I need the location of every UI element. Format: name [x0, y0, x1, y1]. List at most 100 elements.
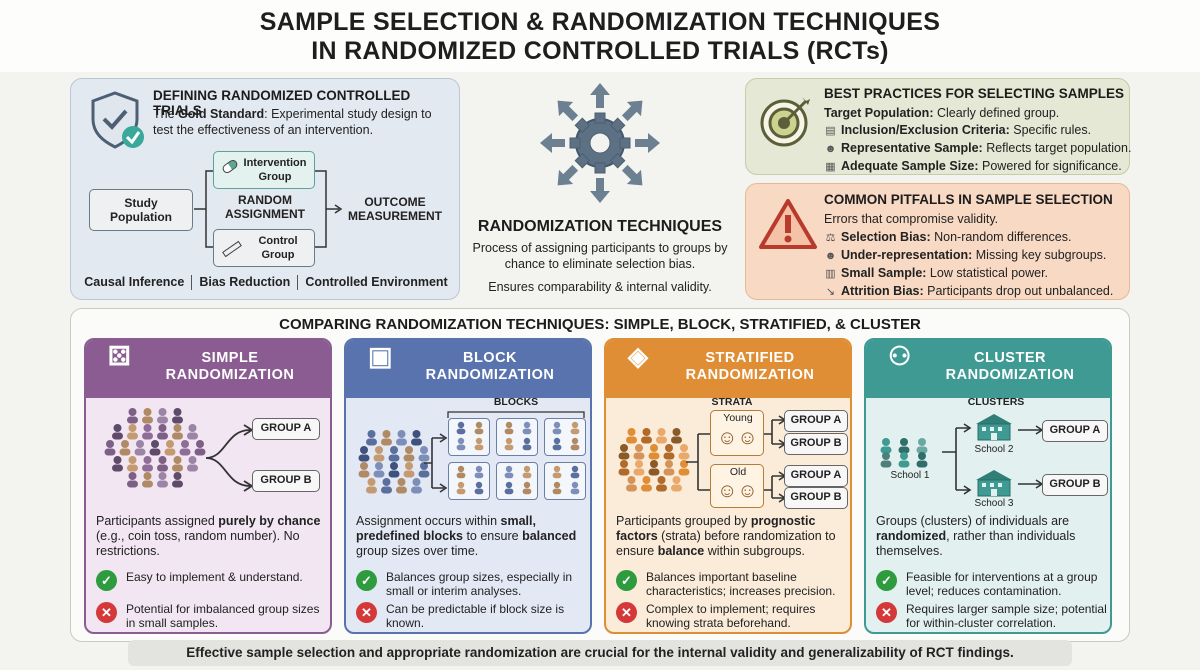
- person-icon: [916, 438, 928, 454]
- old-person-icon: ☺☺: [717, 480, 758, 502]
- person-icon: [187, 456, 198, 472]
- block-description: Assignment occurs within small, predefin…: [356, 514, 577, 558]
- pitfall-under-representation: ☻Under-representation: Missing key subgr…: [824, 247, 1113, 265]
- cluster-group-a: GROUP A: [1042, 420, 1108, 442]
- blocks-label: BLOCKS: [493, 396, 539, 408]
- person-icon: [552, 465, 562, 479]
- person-icon: [504, 421, 514, 435]
- school-2-icon: [976, 414, 1012, 441]
- random-assignment-label: RANDOM ASSIGNMENT: [224, 193, 305, 221]
- person-icon: [104, 440, 116, 456]
- person-icon: [626, 428, 637, 444]
- person-icon: [157, 408, 168, 424]
- tag-causal-inference: Causal Inference: [84, 275, 185, 289]
- person-icon: [187, 424, 198, 440]
- person-icon: [358, 462, 370, 478]
- block-grid: [448, 418, 588, 504]
- block-crowd-icon: [358, 430, 430, 494]
- person-icon: [916, 452, 928, 468]
- person-icon: [381, 478, 392, 494]
- tag-bias-reduction: Bias Reduction: [199, 275, 291, 289]
- best-practices-heading: BEST PRACTICES FOR SELECTING SAMPLES: [824, 86, 1125, 101]
- check-icon: ✓: [876, 570, 897, 591]
- person-icon: [522, 465, 532, 479]
- stratum-old: Old ☺☺: [710, 464, 764, 508]
- young-group-a: GROUP A: [784, 410, 848, 432]
- person-icon: [504, 481, 514, 495]
- block-arrows: [424, 433, 448, 493]
- person-icon: [127, 456, 138, 472]
- simple-group-a: GROUP A: [252, 418, 320, 440]
- pitfalls-heading: COMMON PITFALLS IN SAMPLE SELECTION: [824, 192, 1113, 207]
- best-item-representative: ☻Representative Sample: Reflects target …: [824, 140, 1132, 158]
- person-icon: [898, 438, 910, 454]
- old-group-a: GROUP A: [784, 465, 848, 487]
- stratified-description: Participants grouped by prognostic facto…: [616, 514, 836, 558]
- person-icon: [474, 421, 484, 435]
- person-icon: [194, 440, 206, 456]
- warning-icon: [759, 199, 817, 249]
- person-icon: [358, 446, 370, 462]
- person-icon: [172, 472, 183, 488]
- person-icon: [656, 476, 667, 492]
- org-chart-icon: ⚇: [888, 341, 912, 371]
- person-icon: [570, 437, 580, 451]
- define-description: The Gold Standard: Experimental study de…: [153, 107, 432, 137]
- define-panel: DEFINING RANDOMIZED CONTROLLED TRIALS Th…: [70, 78, 460, 300]
- person-icon: [403, 446, 415, 462]
- person-icon: [418, 446, 430, 462]
- people-icon: ☻: [824, 143, 837, 155]
- person-icon: [648, 460, 660, 476]
- bar-chart-icon: ▥: [825, 268, 836, 280]
- school-1-label: School 1: [890, 470, 930, 481]
- person-icon: [633, 444, 645, 460]
- person-icon: [164, 440, 176, 456]
- cross-icon: ✕: [96, 602, 117, 623]
- title-line-2: IN RANDOMIZED CONTROLLED TRIALS (RCTs): [311, 37, 889, 65]
- stratified-con: ✕Complex to implement; requires knowing …: [616, 602, 848, 630]
- person-icon: [522, 421, 532, 435]
- person-icon: [570, 481, 580, 495]
- control-group-box: Control Group: [213, 229, 315, 267]
- person-icon: [678, 460, 690, 476]
- comparison-heading: COMPARING RANDOMIZATION TECHNIQUES: SIMP…: [279, 316, 921, 333]
- person-icon: [388, 462, 400, 478]
- strat-crowd-icon: [618, 428, 690, 492]
- outcome-measurement-label: OUTCOME MEASUREMENT: [347, 195, 442, 223]
- scale-icon: ⚖: [825, 232, 836, 244]
- person-icon: [396, 430, 407, 446]
- pitfalls-list: ⚖Selection Bias: Non-random differences.…: [824, 229, 1114, 301]
- intervention-group-box: Intervention Group: [213, 151, 315, 189]
- check-icon: ✓: [356, 570, 377, 591]
- cluster-people-icon: [880, 438, 928, 468]
- person-icon: [898, 452, 910, 468]
- person-icon: [552, 437, 562, 451]
- gear-arrows-icon: [540, 83, 660, 203]
- person-icon: [618, 444, 630, 460]
- techniques-description: Process of assigning participants to gro…: [472, 241, 728, 271]
- person-icon: [127, 408, 138, 424]
- person-icon: [641, 428, 652, 444]
- person-icon: [474, 481, 484, 495]
- person-icon: [880, 452, 892, 468]
- person-icon: [474, 465, 484, 479]
- block-cell: [496, 462, 538, 500]
- person-icon: [366, 430, 377, 446]
- pitfall-small-sample: ▥Small Sample: Low statistical power.: [824, 265, 1113, 283]
- person-icon: [172, 408, 183, 424]
- block-cell: [448, 462, 490, 500]
- page-title: SAMPLE SELECTION & RANDOMIZATION TECHNIQ…: [0, 0, 1200, 72]
- target-icon: [760, 97, 810, 147]
- person-icon: [411, 478, 422, 494]
- cluster-description: Groups (clusters) of individuals are ran…: [876, 514, 1076, 558]
- person-icon: [641, 476, 652, 492]
- person-icon: [381, 430, 392, 446]
- clipboard-icon: ▤: [825, 125, 836, 137]
- rct-flow-connectors: [194, 170, 343, 248]
- person-icon: [663, 444, 675, 460]
- person-icon: [112, 456, 123, 472]
